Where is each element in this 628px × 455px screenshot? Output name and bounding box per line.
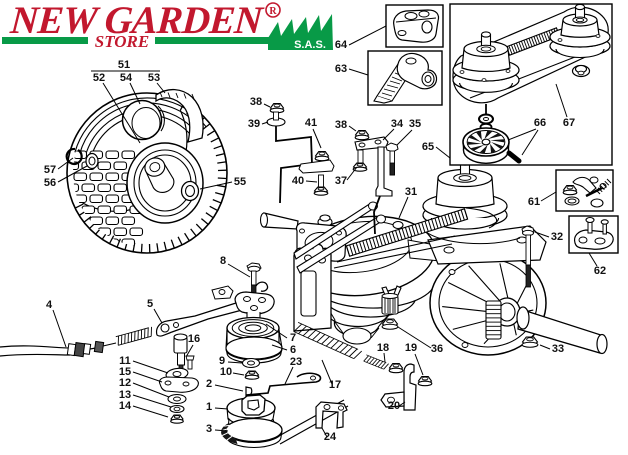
svg-text:STORE: STORE (95, 32, 150, 51)
svg-text:63: 63 (335, 63, 347, 75)
svg-text:37: 37 (335, 175, 347, 187)
svg-text:23: 23 (290, 356, 302, 368)
svg-text:12: 12 (119, 377, 131, 389)
svg-text:61: 61 (528, 196, 540, 208)
svg-text:51: 51 (118, 59, 130, 71)
svg-text:55: 55 (234, 176, 246, 188)
svg-text:5: 5 (147, 298, 153, 310)
svg-text:19: 19 (405, 342, 417, 354)
svg-text:66: 66 (534, 117, 546, 129)
svg-text:33: 33 (552, 343, 564, 355)
svg-text:38: 38 (335, 119, 347, 131)
svg-text:53: 53 (148, 72, 160, 84)
svg-text:65: 65 (422, 141, 434, 153)
svg-text:14: 14 (119, 400, 132, 412)
svg-text:39: 39 (248, 118, 260, 130)
svg-text:24: 24 (324, 431, 337, 443)
svg-text:4: 4 (46, 299, 53, 311)
svg-text:36: 36 (431, 343, 443, 355)
svg-text:64: 64 (335, 39, 348, 51)
svg-text:32: 32 (551, 231, 563, 243)
svg-text:6: 6 (290, 344, 296, 356)
svg-text:35: 35 (409, 118, 421, 130)
svg-text:7: 7 (290, 332, 296, 344)
svg-text:40: 40 (292, 175, 304, 187)
svg-text:57: 57 (44, 164, 56, 176)
svg-text:20: 20 (388, 400, 400, 412)
svg-text:8: 8 (220, 255, 226, 267)
svg-text:R: R (269, 6, 277, 17)
svg-text:3: 3 (206, 423, 212, 435)
svg-text:10: 10 (220, 366, 232, 378)
svg-text:31: 31 (405, 186, 417, 198)
svg-text:56: 56 (44, 177, 56, 189)
svg-text:16: 16 (188, 333, 200, 345)
svg-text:54: 54 (120, 72, 133, 84)
svg-text:S.A.S.: S.A.S. (294, 39, 326, 51)
svg-text:67: 67 (563, 117, 575, 129)
svg-text:34: 34 (391, 118, 404, 130)
svg-text:18: 18 (377, 342, 389, 354)
svg-text:52: 52 (93, 72, 105, 84)
svg-text:41: 41 (305, 117, 317, 129)
svg-text:62: 62 (594, 265, 606, 277)
svg-text:1: 1 (206, 401, 212, 413)
svg-text:38: 38 (250, 96, 262, 108)
svg-text:2: 2 (206, 378, 212, 390)
